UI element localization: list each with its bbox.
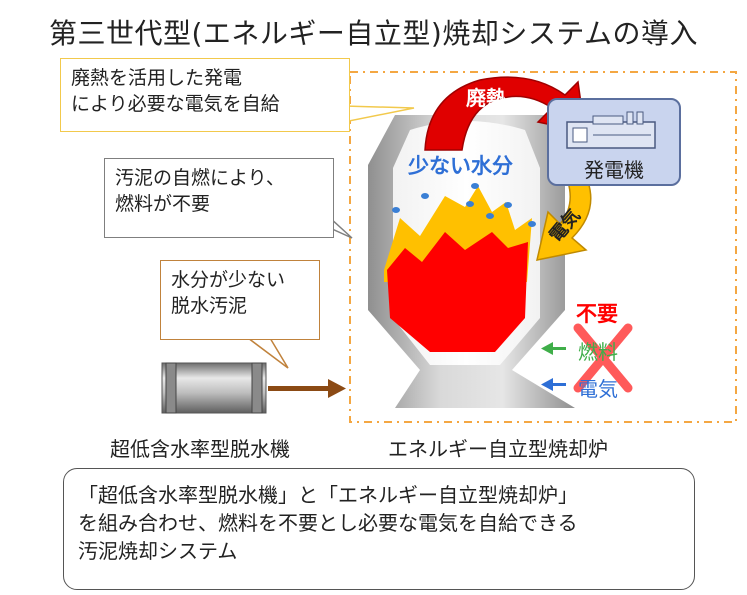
dewatering-machine xyxy=(161,362,267,414)
low-moisture-label: 少ない水分 xyxy=(408,154,513,178)
dewatering-caption: 超低含水率型脱水機 xyxy=(110,437,290,461)
unneeded-fuel: 燃料 xyxy=(578,340,618,364)
low-moisture-callout-line-2: 脱水汚泥 xyxy=(171,295,248,317)
generator-box: 発電機 xyxy=(547,98,681,186)
summary-line-2: を組み合わせ、燃料を不要とし必要な電気を自給できる xyxy=(78,511,578,535)
flame-graphic xyxy=(384,186,532,352)
low-moisture-callout-line-1: 水分が少ない xyxy=(171,269,286,291)
self-burn-callout-line-1: 汚泥の自燃により、 xyxy=(115,167,285,189)
summary-line-1: 「超低含水率型脱水機」と「エネルギー自立型焼却炉」 xyxy=(78,483,578,507)
water-drops xyxy=(392,183,536,227)
summary-box: 「超低含水率型脱水機」と「エネルギー自立型焼却炉」 を組み合わせ、燃料を不要とし… xyxy=(63,468,695,590)
furnace-caption: エネルギー自立型焼却炉 xyxy=(388,437,608,461)
sludge-feed-arrow xyxy=(268,379,346,398)
self-burn-callout: 汚泥の自燃により、 燃料が不要 xyxy=(104,158,334,238)
waste-heat-label: 廃熱 xyxy=(466,86,506,110)
generator-icon xyxy=(566,111,656,149)
waste-heat-arrow xyxy=(424,76,586,151)
waste-heat-callout: 廃熱を活用した発電 により必要な電気を自給 xyxy=(60,58,350,132)
electricity-arrow xyxy=(536,181,592,261)
cross-mark xyxy=(573,323,633,393)
unneeded-electricity: 電気 xyxy=(578,377,618,401)
unneeded-heading: 不要 xyxy=(576,302,618,326)
waste-heat-callout-line-1: 廃熱を活用した発電 xyxy=(71,67,243,89)
furnace-system-frame xyxy=(349,71,737,423)
page-title: 第三世代型(エネルギー自立型)焼却システムの導入 xyxy=(48,17,698,50)
summary-line-3: 汚泥焼却システム xyxy=(78,539,238,563)
self-burn-callout-line-2: 燃料が不要 xyxy=(115,193,211,215)
low-moisture-callout: 水分が少ない 脱水汚泥 xyxy=(160,260,320,340)
unneeded-electricity-arrow xyxy=(541,378,566,391)
unneeded-fuel-arrow xyxy=(541,342,566,355)
waste-heat-callout-line-2: により必要な電気を自給 xyxy=(71,93,280,115)
generator-label: 発電機 xyxy=(584,158,644,182)
